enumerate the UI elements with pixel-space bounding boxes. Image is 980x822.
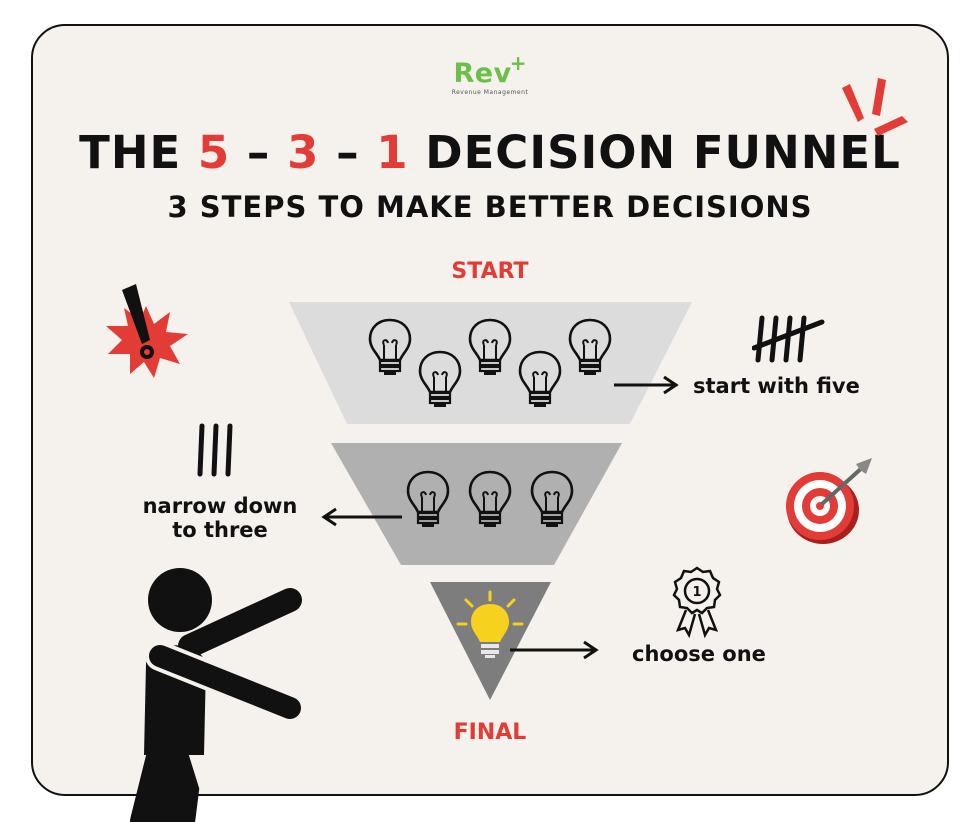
page-title: THE 5 – 3 – 1 DECISION FUNNEL <box>79 126 901 179</box>
funnel-stage-five <box>289 302 692 424</box>
arrow-left-icon <box>321 507 402 527</box>
arrow-right-icon <box>510 640 599 660</box>
glowing-lightbulb-icon <box>456 590 524 658</box>
exclamation-burst-icon <box>106 284 188 378</box>
caption-start-with-five: start with five <box>693 374 860 398</box>
arrow-right-icon <box>614 375 679 395</box>
page-subtitle: 3 STEPS TO MAKE BETTER DECISIONS <box>167 190 813 224</box>
caption-narrow-down: narrow down to three <box>142 494 298 542</box>
final-label: FINAL <box>453 720 527 745</box>
pointing-stick-figure <box>130 568 305 822</box>
rev-logo: Rev+ <box>453 51 527 89</box>
tally-five-icon <box>752 315 825 363</box>
start-label: START <box>451 259 529 284</box>
svg-text:1: 1 <box>692 585 701 600</box>
target-arrow-icon <box>786 458 872 544</box>
emphasis-lines-icon <box>842 78 908 136</box>
caption-choose-one: choose one <box>632 642 766 666</box>
logo-tagline: Revenue Management <box>451 89 529 96</box>
tally-three-icon <box>197 423 233 477</box>
award-ribbon-icon: 1 <box>672 566 722 638</box>
